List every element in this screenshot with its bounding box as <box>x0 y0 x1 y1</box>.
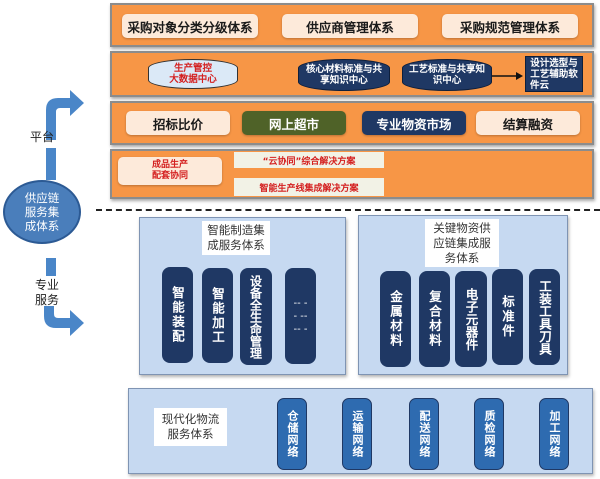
key-materials-panel: 关键物资供 应链集成服 务体系 金属材料 复合材料 电子元器件 标准件 工装工具… <box>358 215 568 375</box>
finished-goods-line-2: 配套协同 <box>151 171 188 181</box>
bigdata-line-2: 大数据中心 <box>169 74 217 85</box>
tooling-cutters-card: 工装工具刀具 <box>529 269 560 365</box>
lower-connector <box>46 258 56 276</box>
processing-network-card: 加工网络 <box>539 398 569 470</box>
logistics-title: 现代化物流 服务体系 <box>154 408 227 446</box>
left-axis-arrows <box>44 90 84 336</box>
transport-network-card: 运输网络 <box>342 398 372 470</box>
process-standard-cylinder: 工艺标准与共享知 识中心 <box>402 59 492 91</box>
upper-axis-label: 平台 <box>29 130 54 144</box>
process-standard-line-1: 工艺标准与共享知 <box>408 64 485 75</box>
platform-row-2: 生产管控 大数据中心 核心材料标准与共 享知识中心 工艺标准与共享知 识中心 设… <box>110 51 594 97</box>
online-supermarket-pill: 网上超市 <box>242 111 346 135</box>
key-materials-title-line-1: 关键物资供 <box>433 220 491 235</box>
key-materials-title-line-2: 应链集成服 <box>433 235 491 250</box>
lower-arrow-icon <box>44 306 84 336</box>
manufacturing-panel: 智能制造集 成服务体系 智能装配 智能加工 设备全生命管理 -- -- -- -… <box>139 217 346 375</box>
procurement-classification-pill: 采购对象分类分级体系 <box>122 14 258 38</box>
circle-line-3: 成体系 <box>24 219 60 233</box>
finished-goods-line-1: 成品生产 <box>151 160 188 170</box>
lower-axis-label: 专业 服务 <box>22 278 72 308</box>
platform-row-1: 采购对象分类分级体系 供应商管理体系 采购规范管理体系 <box>110 3 594 47</box>
circle-line-2: 服务集 <box>24 205 60 219</box>
logistics-panel: 现代化物流 服务体系 仓储网络 运输网络 配送网络 质检网络 加工网络 <box>128 388 593 474</box>
settlement-financing-pill: 结算融资 <box>476 111 580 135</box>
metal-materials-card: 金属材料 <box>380 271 411 367</box>
smart-assembly-card: 智能装配 <box>162 267 193 363</box>
bidding-comparison-pill: 招标比价 <box>126 111 230 135</box>
standard-parts-card: 标准件 <box>492 269 523 365</box>
bigdata-center-cylinder: 生产管控 大数据中心 <box>148 59 238 89</box>
design-cloud-line-3: 件云 <box>530 79 550 91</box>
supply-chain-circle: 供应链 服务集 成体系 <box>3 180 81 244</box>
inspection-network-card: 质检网络 <box>474 398 504 470</box>
core-material-line-1: 核心材料标准与共 <box>305 64 382 75</box>
key-materials-title-line-3: 务体系 <box>444 250 480 265</box>
key-materials-title: 关键物资供 应链集成服 务体系 <box>425 219 499 267</box>
design-cloud-box: 设计选型与 工艺辅助软 件云 <box>525 56 583 92</box>
professional-materials-market-pill: 专业物资市场 <box>362 111 466 135</box>
composite-materials-card: 复合材料 <box>419 271 450 367</box>
logistics-title-line-2: 服务体系 <box>167 427 214 441</box>
electronic-components-card: 电子元器件 <box>455 271 487 367</box>
platform-row-4: 成品生产 配套协同 “云协同”综合解决方案 智能生产线集成解决方案 <box>110 149 594 199</box>
equipment-lifecycle-card: 设备全生命管理 <box>240 268 272 365</box>
upper-arrow-icon <box>46 90 84 140</box>
manufacturing-title: 智能制造集 成服务体系 <box>202 221 270 255</box>
lower-label-line-2: 服务 <box>34 293 59 307</box>
design-cloud-line-2: 工艺辅助软 <box>530 68 578 80</box>
smart-production-line-solution: 智能生产线集成解决方案 <box>234 178 384 196</box>
lower-label-line-1: 专业 <box>34 278 59 292</box>
manufacturing-title-line-1: 智能制造集 <box>207 223 265 237</box>
bigdata-line-1: 生产管控 <box>173 63 212 74</box>
arrow-right-icon <box>492 72 523 80</box>
cloud-collaboration-solution: “云协同”综合解决方案 <box>234 152 384 168</box>
dashed-divider <box>96 209 600 211</box>
core-material-cylinder: 核心材料标准与共 享知识中心 <box>298 59 390 91</box>
supplier-management-pill: 供应商管理体系 <box>282 14 418 38</box>
finished-goods-coordination-pill: 成品生产 配套协同 <box>118 157 222 185</box>
core-material-line-2: 享知识中心 <box>320 75 368 86</box>
warehousing-network-card: 仓储网络 <box>277 398 307 470</box>
distribution-network-card: 配送网络 <box>409 398 439 470</box>
logistics-title-line-1: 现代化物流 <box>161 412 220 426</box>
design-cloud-line-1: 设计选型与 <box>530 57 578 69</box>
smart-machining-card: 智能加工 <box>202 268 233 363</box>
manufacturing-title-line-2: 成服务体系 <box>207 238 265 252</box>
procurement-spec-pill: 采购规范管理体系 <box>442 14 578 38</box>
more-items-card: -- -- -- -- - <box>285 268 316 364</box>
platform-row-3: 招标比价 网上超市 专业物资市场 结算融资 <box>110 101 594 145</box>
upper-connector <box>46 148 56 180</box>
circle-line-1: 供应链 <box>24 191 60 205</box>
process-standard-line-2: 识中心 <box>432 75 462 86</box>
